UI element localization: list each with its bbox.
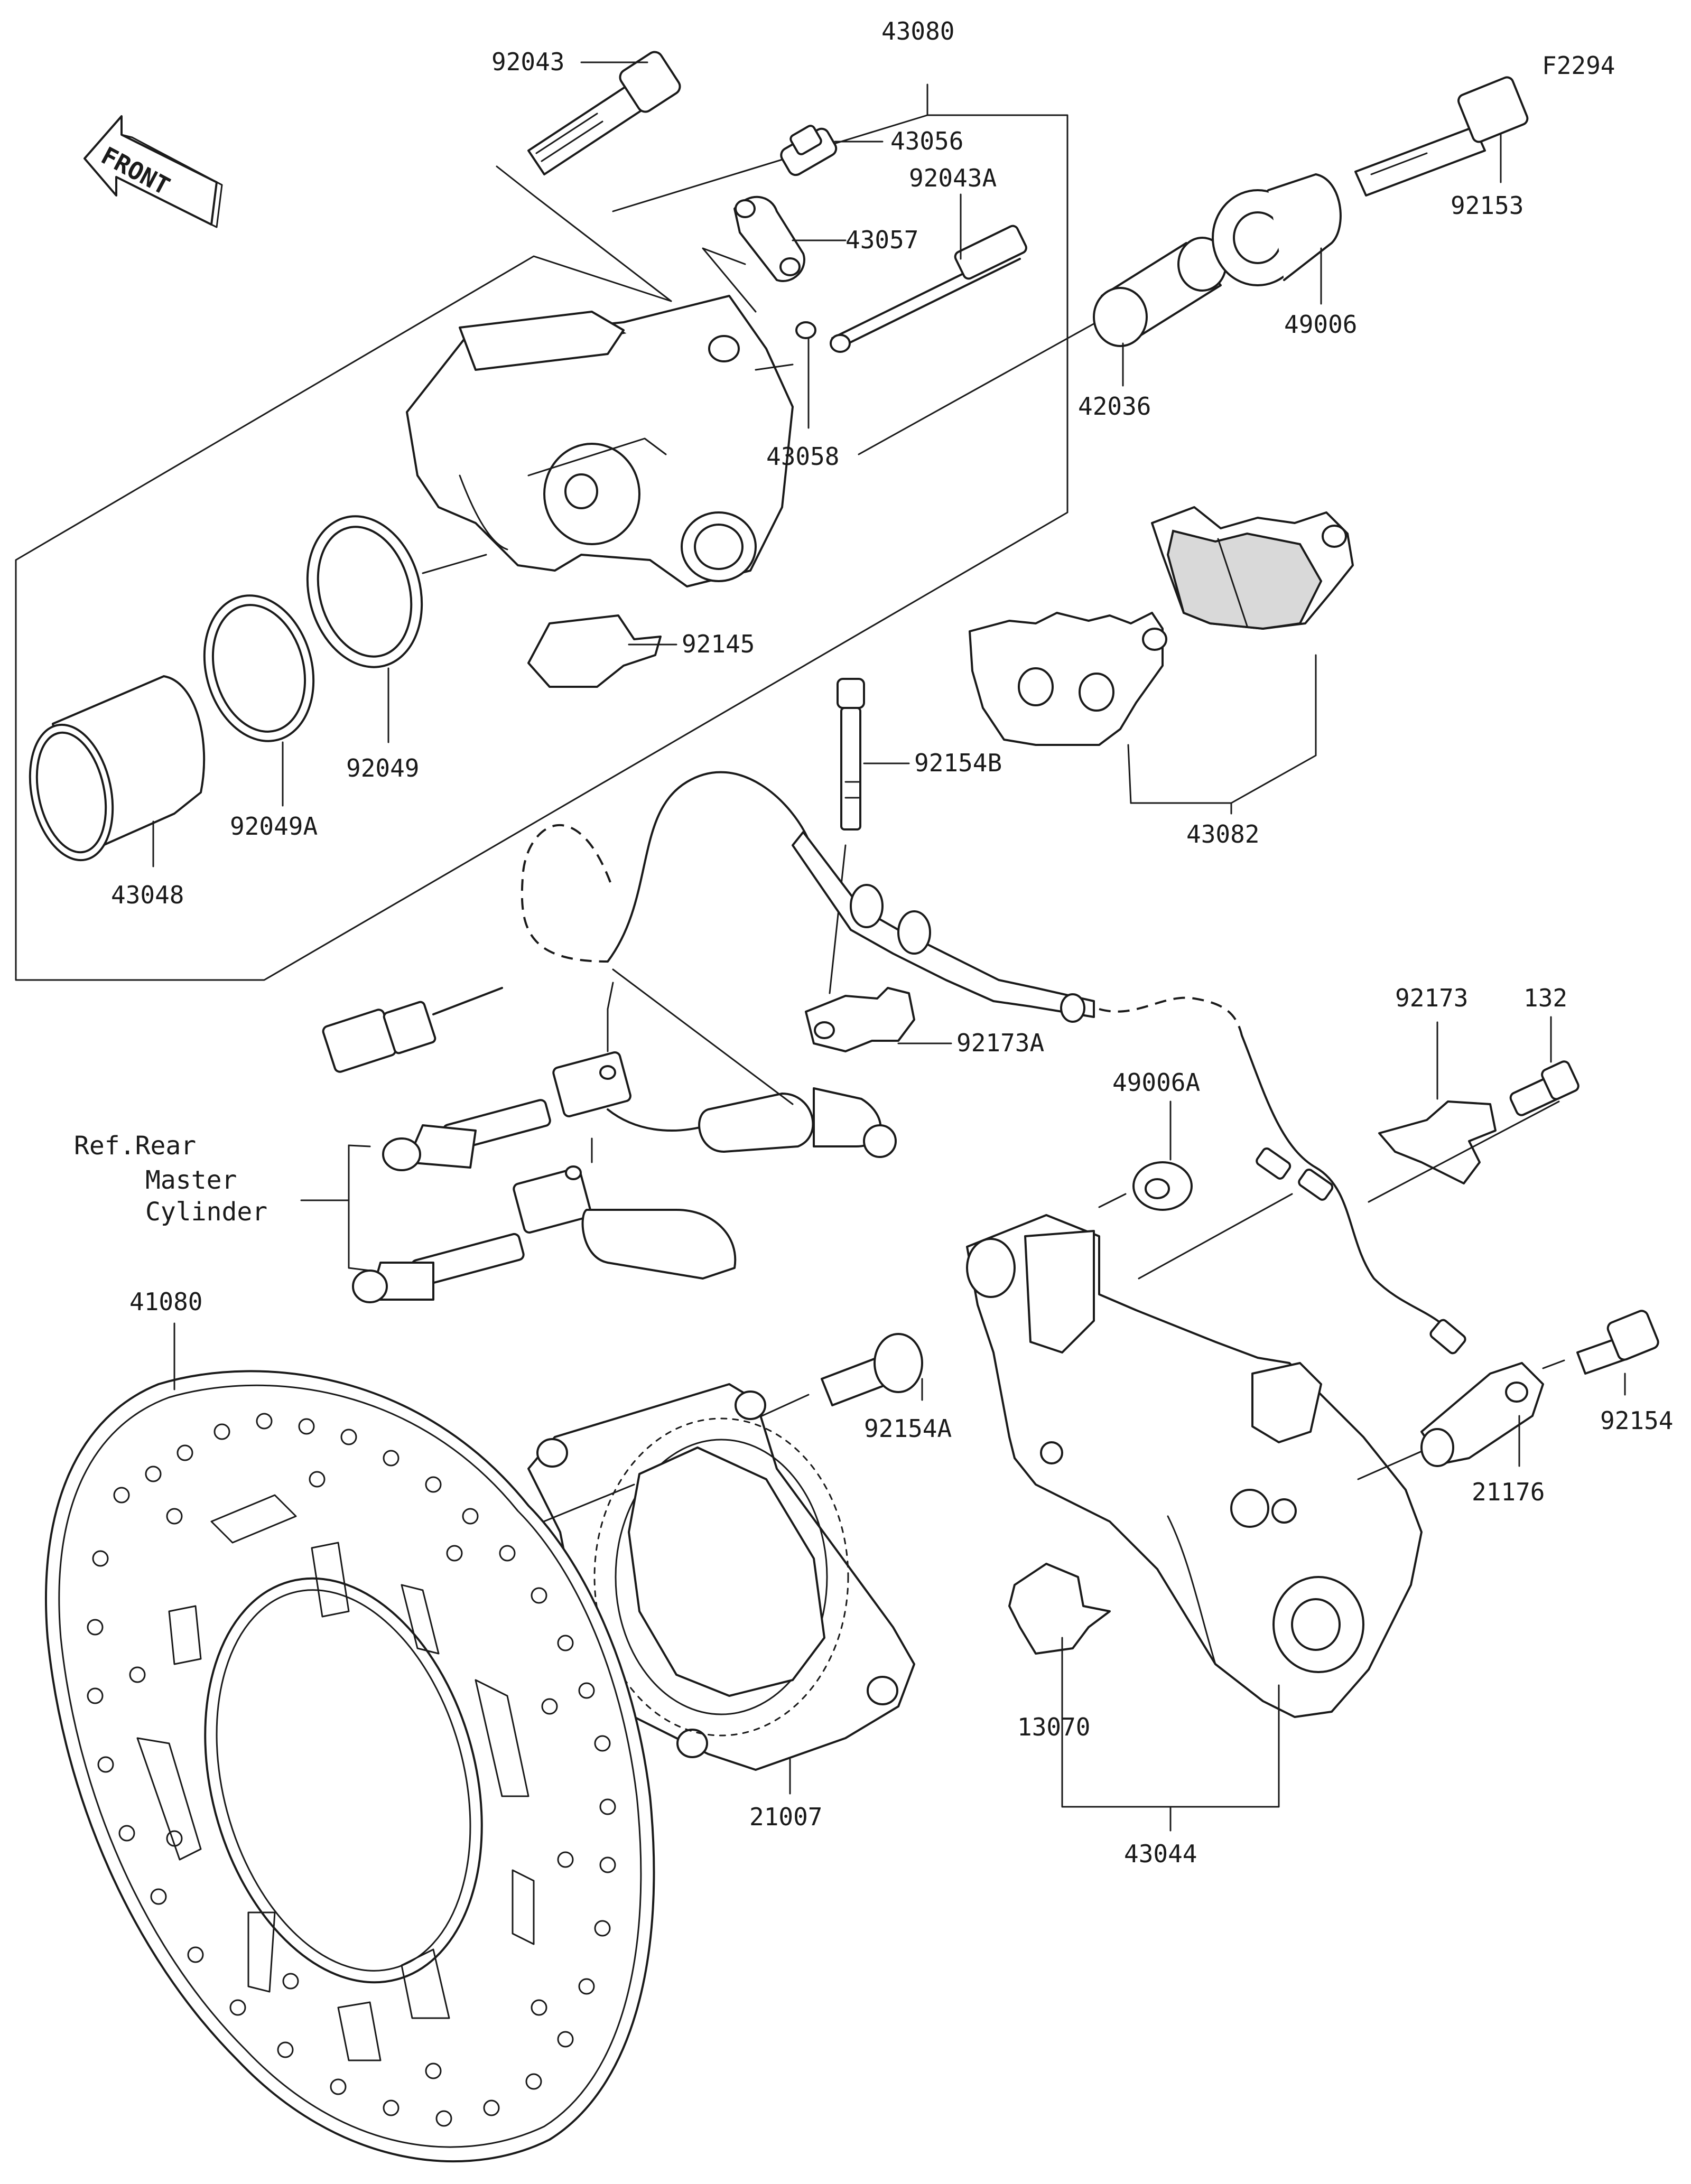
part-label-92154: 92154 (1600, 1406, 1673, 1435)
pad-spring-13070 (1008, 1563, 1111, 1705)
part-label-43057: 43057 (846, 226, 918, 254)
part-label-92154B: 92154B (914, 749, 1002, 777)
figure-code: F2294 (1542, 51, 1615, 80)
part-label-13070: 13070 (1017, 1713, 1090, 1741)
part-label-42036: 42036 (1078, 392, 1151, 421)
part-label-92145: 92145 (682, 630, 755, 658)
bolt-92154A (749, 1333, 923, 1422)
part-label-132: 132 (1523, 984, 1567, 1012)
part-label-92153: 92153 (1451, 191, 1523, 220)
part-label-43058: 43058 (766, 442, 839, 471)
cap-43058 (795, 321, 816, 429)
bleeder-link-43057 (733, 195, 847, 282)
clamp-92173A (805, 987, 952, 1052)
brake-pad-outer-43082 (969, 612, 1167, 746)
caliper-bracket-43044 (966, 1193, 1491, 1718)
abs-sensor-harness (521, 771, 1466, 1355)
part-label-43082: 43082 (1186, 820, 1259, 848)
brake-hose-fittings (352, 968, 897, 1303)
front-arrow-icon: FRONT (83, 115, 223, 228)
pin-bolt-92043 (527, 51, 681, 175)
part-label-92049: 92049 (346, 754, 419, 782)
caliper-body (406, 295, 794, 587)
part-label-92173A: 92173A (956, 1029, 1044, 1057)
abs-sensor-21176 (1420, 1362, 1544, 1467)
part-label-43048: 43048 (111, 881, 184, 909)
part-label-49006: 49006 (1284, 310, 1357, 339)
bolt-92154 (1542, 1310, 1659, 1396)
part-label-43044: 43044 (1124, 1840, 1197, 1868)
bolt-92153 (1354, 76, 1529, 197)
bolt-132 (1509, 1016, 1579, 1116)
part-label-92043: 92043 (491, 48, 564, 76)
part-label-43056: 43056 (890, 127, 963, 155)
piston-43048 (29, 675, 206, 867)
sleeve-42036 (1093, 237, 1227, 387)
caliper-assembly-frame (15, 83, 1069, 981)
clamp-92173 (1368, 1021, 1560, 1203)
part-label-92049A: 92049A (230, 812, 318, 841)
spring-clip-92145 (527, 614, 677, 688)
abs-rotor-21007 (527, 1383, 915, 1795)
dust-seal-92049A (203, 594, 315, 807)
abs-connector (322, 987, 503, 1073)
part-label-49006A: 49006A (1112, 1068, 1200, 1097)
part-label-43080: 43080 (881, 17, 954, 45)
slide-pin-92043A (830, 193, 1027, 353)
brake-disc-41080 (45, 1322, 655, 2163)
ref-note-line3: Cylinder (145, 1197, 267, 1227)
bolt-92154B (837, 678, 910, 830)
collar-49006A (1098, 1100, 1193, 1211)
ref-note-line2: Master (145, 1165, 237, 1195)
ref-note-line1: Ref.Rear (74, 1131, 196, 1161)
piston-seal-92049 (306, 515, 423, 743)
part-label-41080: 41080 (129, 1287, 202, 1316)
part-label-21176: 21176 (1472, 1478, 1545, 1506)
bleeder-valve-43056 (780, 125, 884, 176)
part-label-92154A: 92154A (864, 1414, 952, 1443)
part-label-92043A: 92043A (909, 164, 997, 192)
brake-pad-inner-43082 (1151, 506, 1354, 630)
boot-49006 (1212, 173, 1342, 305)
part-label-21007: 21007 (749, 1803, 822, 1831)
part-label-92173: 92173 (1395, 984, 1468, 1012)
